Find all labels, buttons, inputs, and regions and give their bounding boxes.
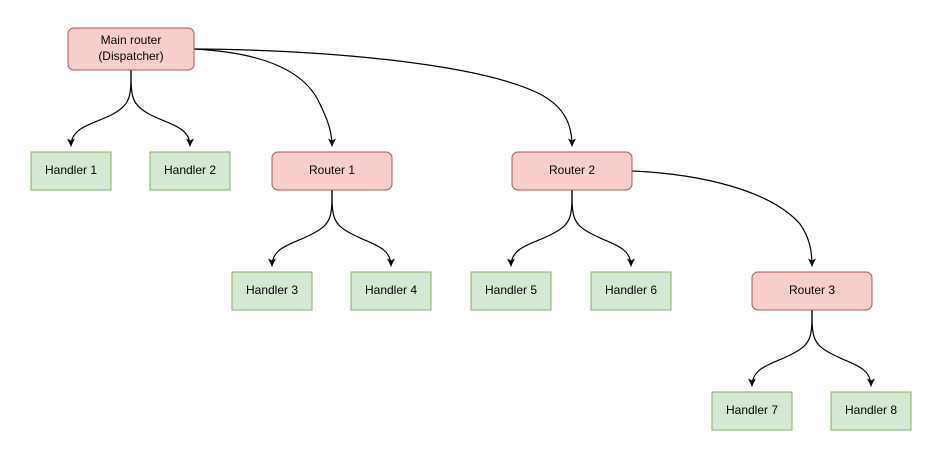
node-router-1[interactable]: Router 1 [271,151,393,191]
node-box-handler-6[interactable] [590,271,672,311]
node-router-3[interactable]: Router 3 [751,271,873,311]
edge-router-3-to-handler-8 [811,309,875,387]
node-router-2[interactable]: Router 2 [511,151,633,191]
node-box-handler-1[interactable] [30,151,112,191]
node-handler-8[interactable]: Handler 8 [830,391,912,431]
node-handler-4[interactable]: Handler 4 [350,271,432,311]
node-handler-5[interactable]: Handler 5 [470,271,552,311]
edge-main-to-router-2 [193,48,576,147]
node-box-handler-4[interactable] [350,271,432,311]
edge-main-to-handler-2 [130,69,194,147]
nodes-layer: Main router(Dispatcher) Handler 1 Handler … [30,27,912,431]
edges-layer [67,48,875,387]
edge-main-to-router-1 [193,48,336,147]
node-box-handler-7[interactable] [711,391,793,431]
node-box-handler-3[interactable] [231,271,313,311]
node-handler-2[interactable]: Handler 2 [149,151,231,191]
node-box-handler-8[interactable] [830,391,912,431]
edge-router-3-to-handler-7 [748,309,813,387]
node-handler-6[interactable]: Handler 6 [590,271,672,311]
node-box-router-3[interactable] [751,271,873,311]
node-handler-7[interactable]: Handler 7 [711,391,793,431]
node-box-handler-5[interactable] [470,271,552,311]
edge-router-2-to-router-3 [631,170,816,267]
edge-router-2-to-handler-6 [571,189,635,267]
edge-router-2-to-handler-5 [507,189,573,267]
node-handler-3[interactable]: Handler 3 [231,271,313,311]
node-box-main-router[interactable] [67,27,195,71]
node-box-router-2[interactable] [511,151,633,191]
edge-router-1-to-handler-3 [268,189,333,267]
edge-main-to-handler-1 [67,69,132,147]
edge-router-1-to-handler-4 [331,189,395,267]
node-main-router[interactable]: Main router(Dispatcher) [67,27,195,71]
node-handler-1[interactable]: Handler 1 [30,151,112,191]
node-box-router-1[interactable] [271,151,393,191]
node-box-handler-2[interactable] [149,151,231,191]
